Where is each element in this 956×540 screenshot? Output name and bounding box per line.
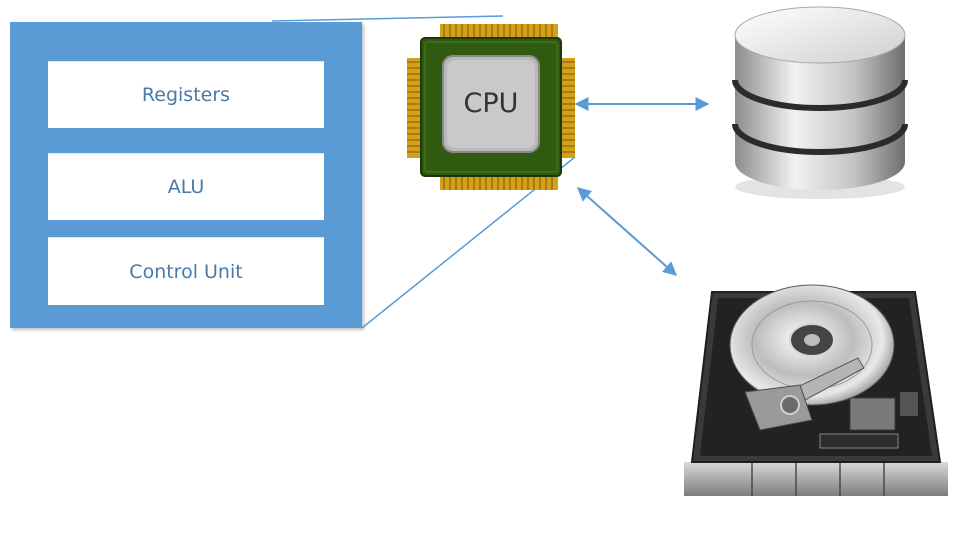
- control-unit-box: Control Unit: [48, 237, 324, 305]
- control-unit-label: Control Unit: [129, 260, 243, 283]
- alu-label: ALU: [167, 176, 205, 198]
- alu-box: ALU: [48, 153, 324, 220]
- hard-drive-icon: [684, 284, 948, 496]
- registers-box: Registers: [48, 61, 324, 128]
- zoom-line-top: [271, 15, 504, 22]
- cpu-detail-panel: Registers ALU Control Unit: [10, 22, 362, 328]
- cpu-chip-label: CPU: [464, 88, 519, 119]
- database-icon: [732, 6, 908, 199]
- cpu-chip-icon: CPU: [407, 24, 575, 190]
- cpu-storage-arrow: [576, 187, 678, 276]
- registers-label: Registers: [141, 84, 231, 106]
